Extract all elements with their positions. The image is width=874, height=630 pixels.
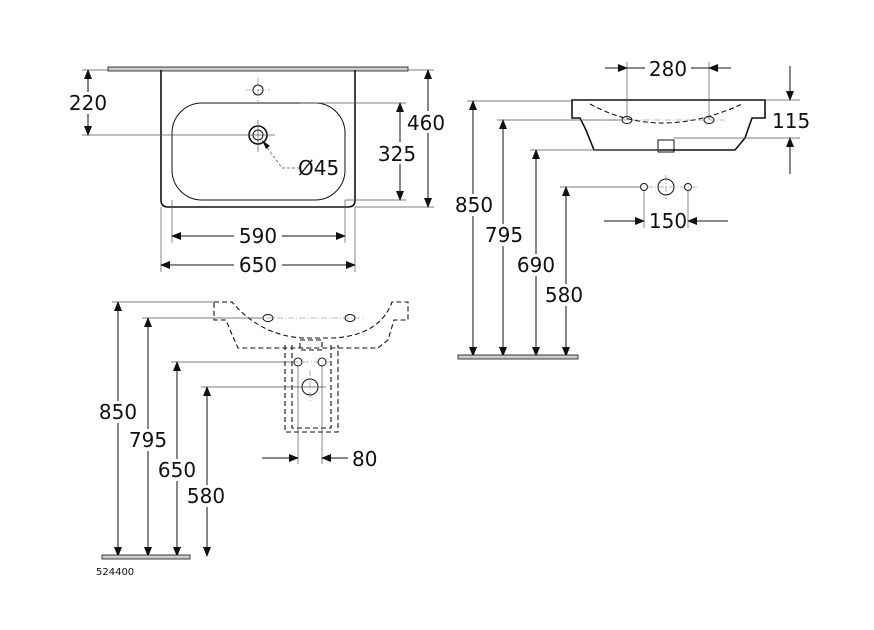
front-view: 850 795 650 580 80 xyxy=(99,301,409,560)
floor-bar xyxy=(457,354,579,360)
dim-590: 590 xyxy=(239,224,277,248)
dim-280: 280 xyxy=(649,57,687,81)
dim-460: 460 xyxy=(407,111,445,135)
bowl-outline xyxy=(171,102,346,201)
drawing-number: 524400 xyxy=(96,567,134,578)
dim-diameter-45: Ø45 xyxy=(298,156,339,180)
top-view: 220 460 325 Ø45 590 650 xyxy=(66,66,450,277)
dim-650: 650 xyxy=(239,253,277,277)
dim-795: 795 xyxy=(129,428,167,452)
basin-outline xyxy=(160,70,356,208)
dim-80: 80 xyxy=(352,447,377,471)
dim-325: 325 xyxy=(378,142,416,166)
basin-front-outline xyxy=(213,301,409,349)
side-view: 280 115 850 795 690 580 15 xyxy=(455,57,810,360)
dim-850: 850 xyxy=(455,193,493,217)
basin-profile xyxy=(571,99,766,151)
dim-220: 220 xyxy=(69,91,107,115)
floor-bar xyxy=(101,554,191,560)
dim-795: 795 xyxy=(485,223,523,247)
dim-580: 580 xyxy=(187,484,225,508)
dim-115: 115 xyxy=(772,109,810,133)
dim-650: 650 xyxy=(158,458,196,482)
dim-580: 580 xyxy=(545,283,583,307)
wall-bar xyxy=(107,66,409,72)
dim-150: 150 xyxy=(649,209,687,233)
dim-850: 850 xyxy=(99,400,137,424)
dim-690: 690 xyxy=(517,253,555,277)
